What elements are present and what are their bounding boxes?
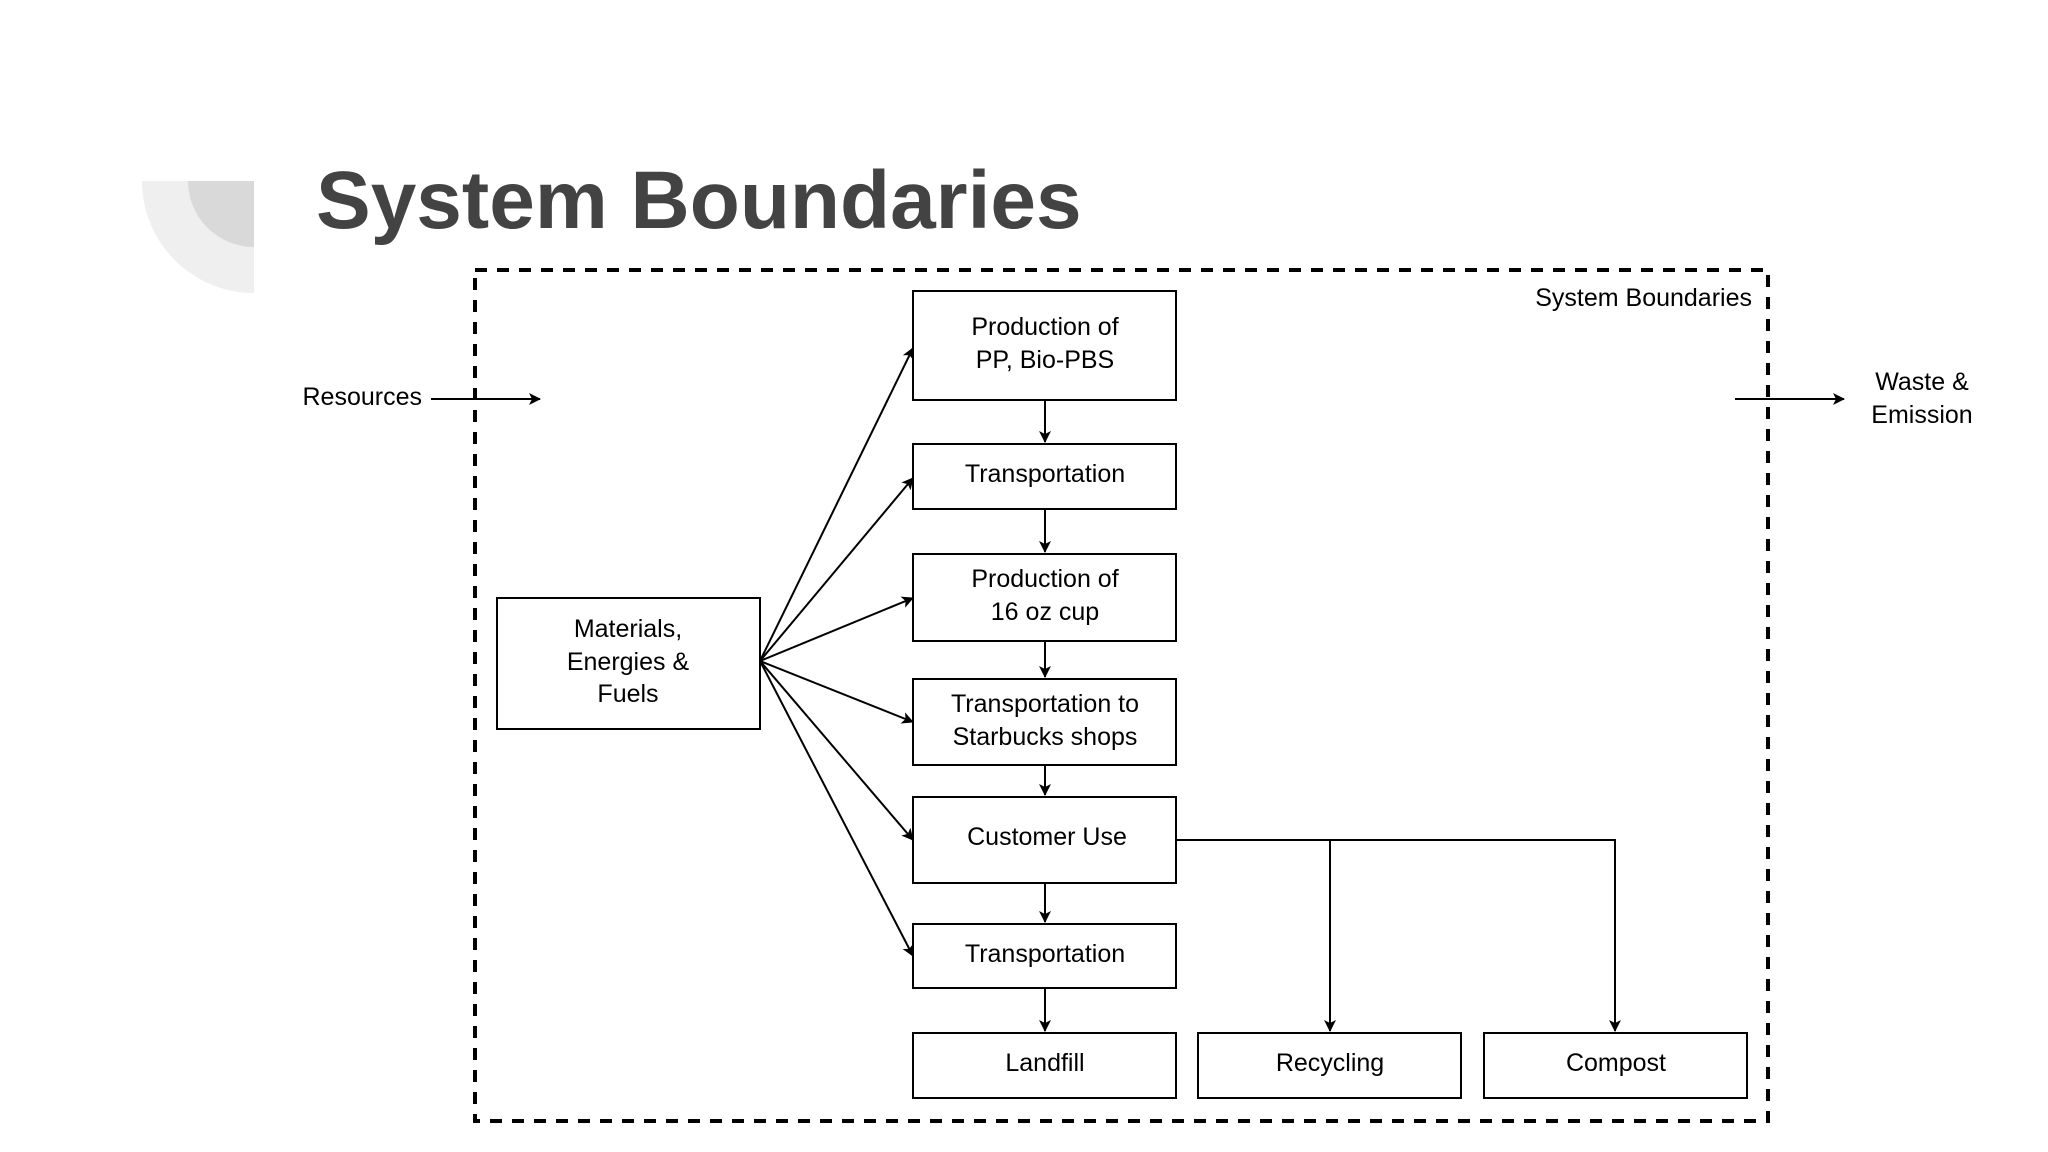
- svg-text:Materials,: Materials,: [574, 615, 682, 643]
- svg-text:Starbucks shops: Starbucks shops: [953, 723, 1138, 751]
- svg-text:Production of: Production of: [971, 565, 1118, 593]
- svg-text:Compost: Compost: [1566, 1049, 1666, 1077]
- svg-text:Landfill: Landfill: [1005, 1049, 1084, 1077]
- node-transportation-1: Transportation: [912, 443, 1177, 510]
- node-compost: Compost: [1483, 1032, 1748, 1099]
- node-landfill: Landfill: [912, 1032, 1177, 1099]
- svg-text:Recycling: Recycling: [1276, 1049, 1384, 1077]
- node-transportation-2: Transportation: [912, 923, 1177, 989]
- node-transportation-shops: Transportation to Starbucks shops: [912, 678, 1177, 766]
- svg-text:Energies &: Energies &: [567, 648, 690, 676]
- node-production-pp: Production of PP, Bio-PBS: [912, 290, 1177, 401]
- system-boundary: [473, 268, 1770, 1123]
- materials-edges: [759, 347, 914, 957]
- boundary-label: System Boundaries: [1535, 284, 1752, 312]
- node-recycling: Recycling: [1197, 1032, 1462, 1099]
- svg-text:Transportation to: Transportation to: [951, 690, 1139, 718]
- svg-text:16 oz cup: 16 oz cup: [991, 598, 1099, 626]
- waste-label-line2: Emission: [1871, 401, 1972, 429]
- node-materials: Materials, Energies & Fuels: [496, 597, 761, 730]
- svg-text:Transportation: Transportation: [965, 940, 1125, 968]
- svg-text:PP, Bio-PBS: PP, Bio-PBS: [976, 346, 1115, 374]
- node-production-cup: Production of 16 oz cup: [912, 553, 1177, 642]
- page-title: System Boundaries: [316, 155, 1082, 246]
- svg-text:Transportation: Transportation: [965, 460, 1125, 488]
- waste-label-line1: Waste &: [1875, 368, 1969, 396]
- svg-text:Customer Use: Customer Use: [967, 823, 1127, 851]
- svg-text:Fuels: Fuels: [597, 680, 658, 708]
- resources-label: Resources: [303, 383, 423, 411]
- end-of-life-edges: [1176, 839, 1621, 1032]
- decorative-arcs: [142, 181, 254, 293]
- node-customer-use: Customer Use: [912, 796, 1177, 884]
- svg-text:Production of: Production of: [971, 313, 1118, 341]
